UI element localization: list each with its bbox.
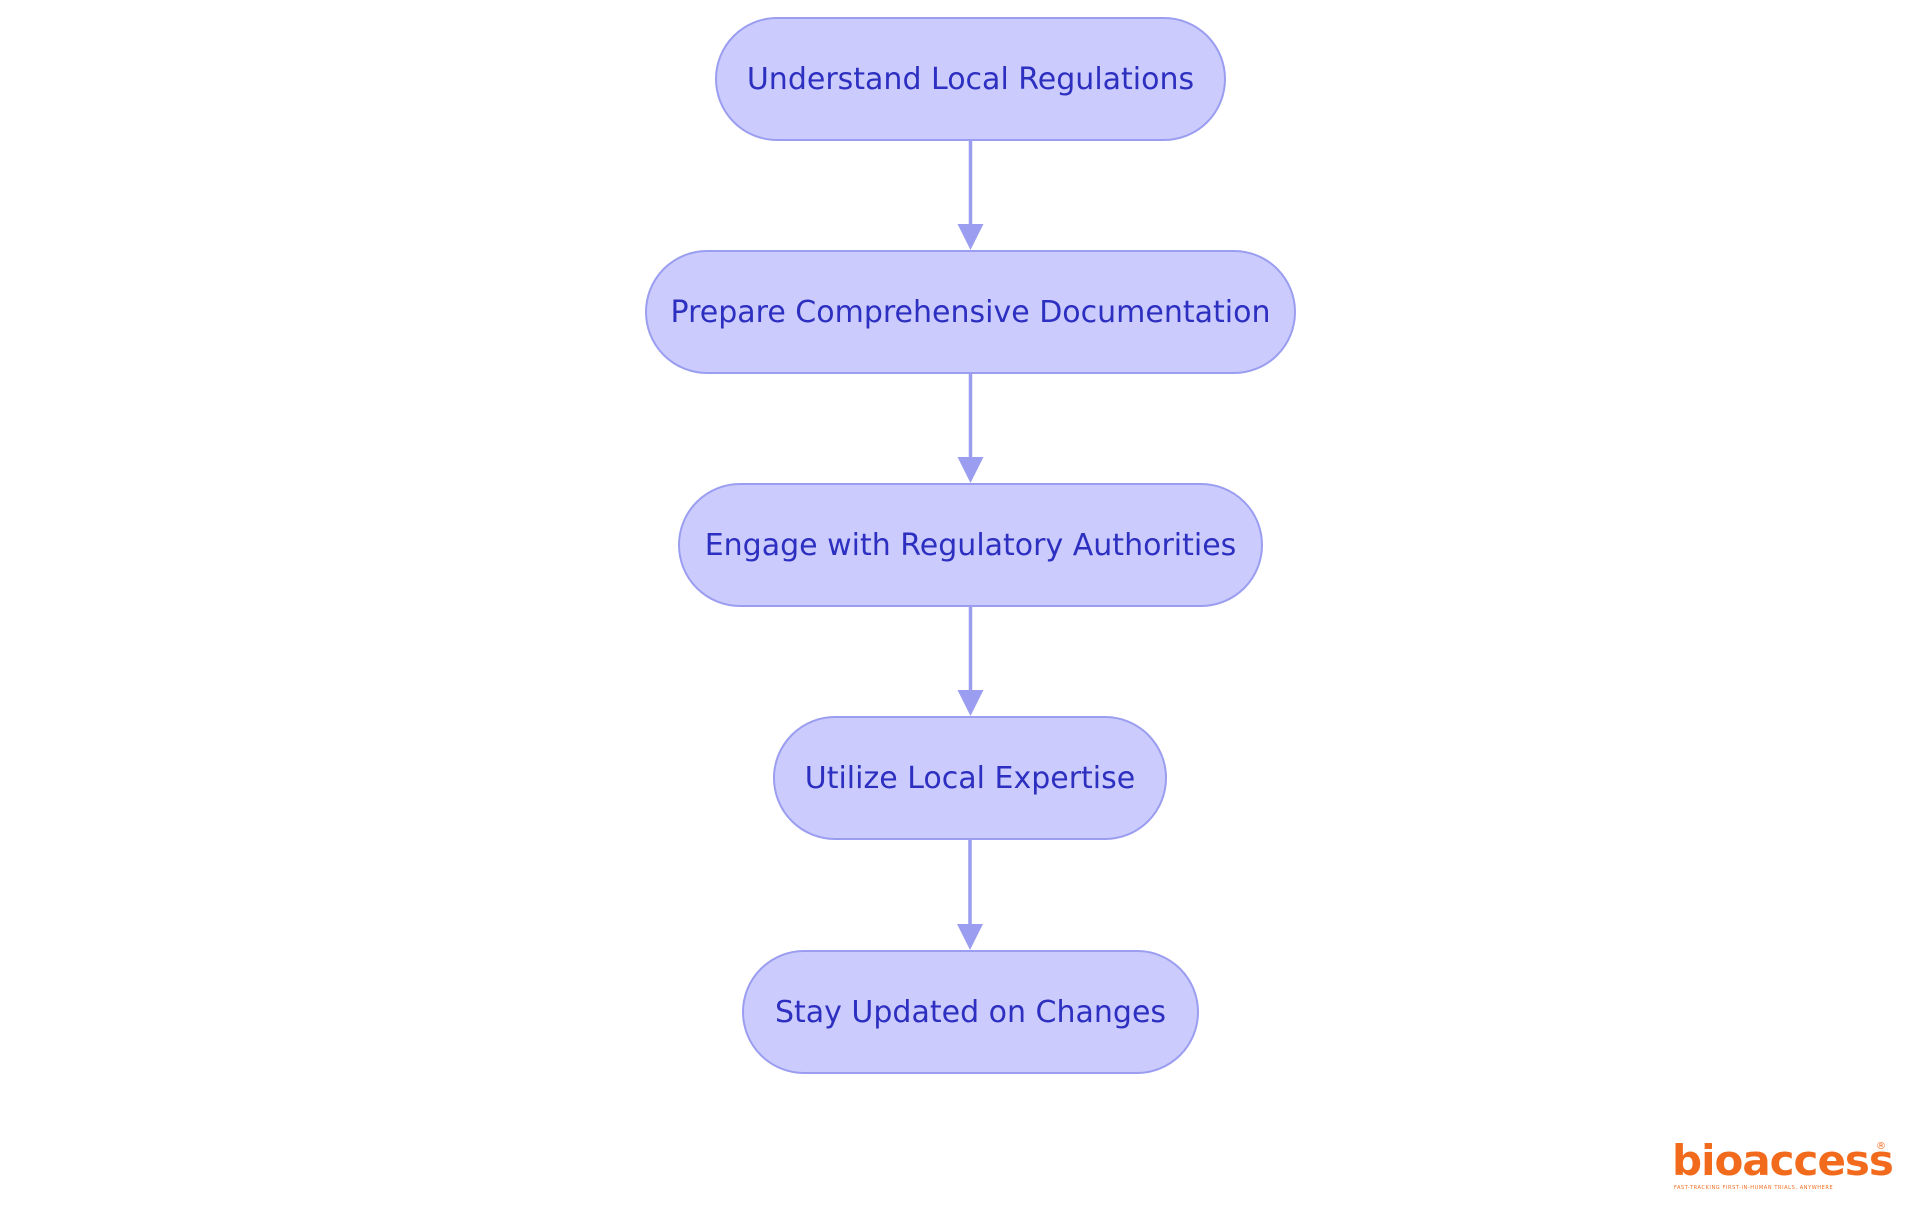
logo-tagline: FAST-TRACKING FIRST-IN-HUMAN TRIALS, ANY… — [1674, 1185, 1834, 1191]
arrow-head-icon — [957, 690, 984, 716]
flow-node-utilize-local-expertise: Utilize Local Expertise — [773, 716, 1167, 840]
node-label: Engage with Regulatory Authorities — [704, 527, 1237, 563]
node-label: Understand Local Regulations — [746, 61, 1195, 97]
flow-node-engage-authorities: Engage with Regulatory Authorities — [678, 483, 1263, 607]
node-label: Prepare Comprehensive Documentation — [670, 294, 1271, 330]
flow-node-understand-local-regulations: Understand Local Regulations — [715, 17, 1226, 141]
arrow-head-icon — [957, 224, 984, 250]
arrow-head-icon — [957, 457, 984, 483]
logo-registered-mark: ® — [1876, 1141, 1886, 1152]
bioaccess-logo: bioaccess ® FAST-TRACKING FIRST-IN-HUMAN… — [1672, 1140, 1894, 1192]
flow-node-stay-updated: Stay Updated on Changes — [742, 950, 1199, 1074]
flow-node-prepare-documentation: Prepare Comprehensive Documentation — [645, 250, 1296, 374]
logo-wordmark: bioaccess — [1672, 1136, 1894, 1185]
node-label: Stay Updated on Changes — [774, 994, 1167, 1030]
arrow-head-icon — [957, 924, 983, 950]
node-label: Utilize Local Expertise — [804, 760, 1136, 796]
